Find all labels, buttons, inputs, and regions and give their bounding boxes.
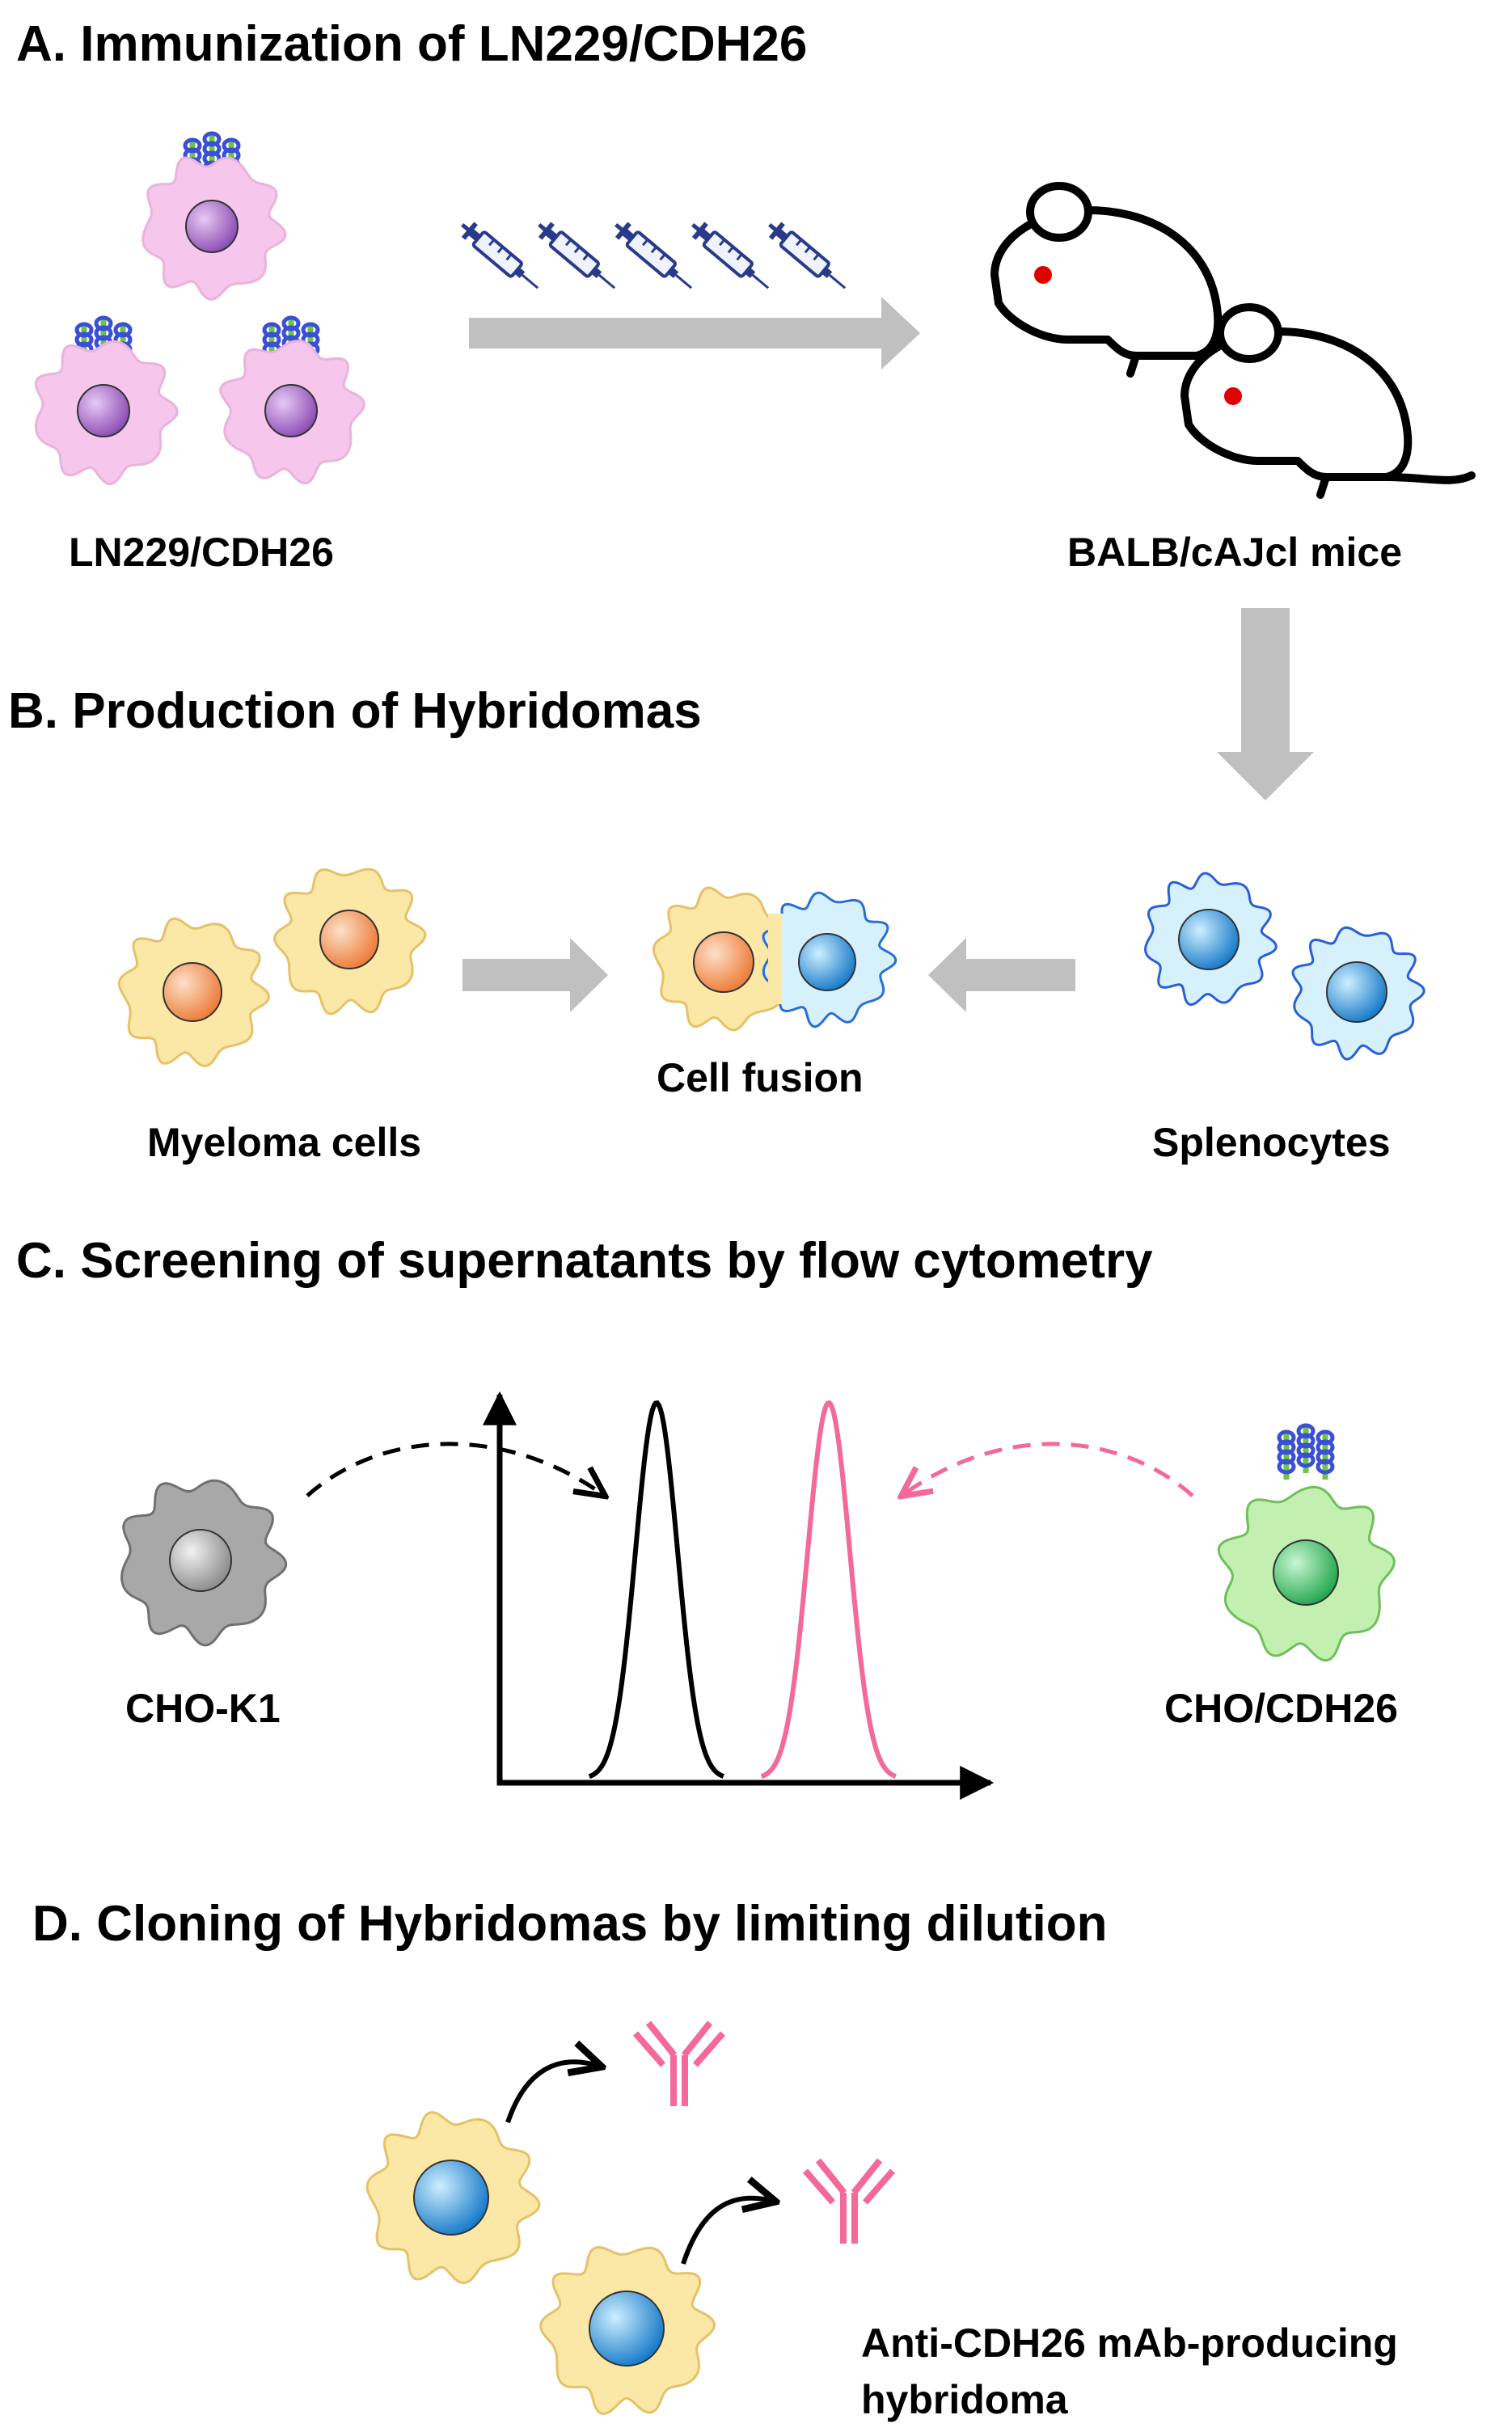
syringe-icon [610, 217, 698, 296]
ln229-cdh26-cells [34, 133, 365, 486]
syringe-icon [686, 217, 775, 296]
antibody-icon [805, 2160, 893, 2244]
section-a-title: A. Immunization of LN229/CDH26 [16, 16, 807, 72]
hybridoma-cell [539, 2246, 716, 2415]
hybridoma-cell [365, 2111, 541, 2285]
fused-hybridoma-cell [652, 886, 897, 1032]
secretion-arrow [681, 2198, 772, 2265]
cho-k1-label: CHO-K1 [125, 1686, 281, 1731]
section-c-title: C. Screening of supernatants by flow cyt… [16, 1233, 1153, 1289]
cdh26-receptor-icon [1279, 1425, 1333, 1480]
myeloma-cells [117, 868, 427, 1068]
ln229-cdh26-cell [34, 340, 179, 486]
myeloma-cell [117, 917, 271, 1068]
cho-k1-cell [120, 1479, 288, 1647]
syringe-icon [763, 217, 851, 296]
syringe-icon [533, 217, 621, 296]
cho-k1-histogram-peak [588, 1400, 724, 1780]
secretion-arrow [505, 2062, 598, 2123]
splenocyte-cells [1144, 872, 1425, 1061]
cell-fusion-label: Cell fusion [657, 1055, 864, 1100]
flow-cytometry-histogram [483, 1391, 995, 1800]
cho-cdh26-cell [1217, 1425, 1396, 1662]
ln229-cdh26-cell [141, 156, 287, 301]
splenocyte-to-fusion-arrow [928, 938, 1075, 1012]
section-d-title: D. Cloning of Hybridomas by limiting dil… [32, 1896, 1108, 1952]
cho-cdh26-cell-body [1217, 1485, 1396, 1662]
syringe-icon [456, 217, 544, 296]
myeloma-label: Myeloma cells [147, 1120, 421, 1165]
hybridoma-clone-cells [365, 2111, 716, 2415]
mice-to-spleen-arrow [1217, 608, 1314, 800]
product-label-line1: Anti-CDH26 mAb-producing [861, 2320, 1398, 2366]
cho-k1-cell-body [120, 1479, 288, 1647]
cho-cdh26-dashed-arrow [904, 1442, 1194, 1496]
immunization-arrow [469, 297, 920, 369]
splenocyte-cell [1291, 926, 1425, 1061]
ln229-label: LN229/CDH26 [69, 530, 334, 575]
myeloma-to-fusion-arrow [462, 938, 608, 1012]
cho-cdh26-label: CHO/CDH26 [1164, 1686, 1398, 1731]
mice-label: BALB/cAJcl mice [1067, 530, 1402, 575]
ln229-cdh26-cell [219, 340, 365, 485]
splenocyte-cell [1144, 872, 1278, 1007]
antibody-icon [636, 2023, 723, 2106]
cho-cdh26-histogram-peak [760, 1400, 897, 1780]
product-label-line2: hybridoma [861, 2377, 1069, 2422]
mouse-icon [1185, 307, 1472, 495]
splenocytes-label: Splenocytes [1152, 1120, 1391, 1165]
syringe-row [456, 217, 851, 296]
cho-k1-dashed-arrow [306, 1442, 602, 1496]
myeloma-cell [272, 868, 427, 1015]
fused-hybridoma-cell-body [652, 886, 897, 1032]
section-b-title: B. Production of Hybridomas [8, 683, 702, 739]
